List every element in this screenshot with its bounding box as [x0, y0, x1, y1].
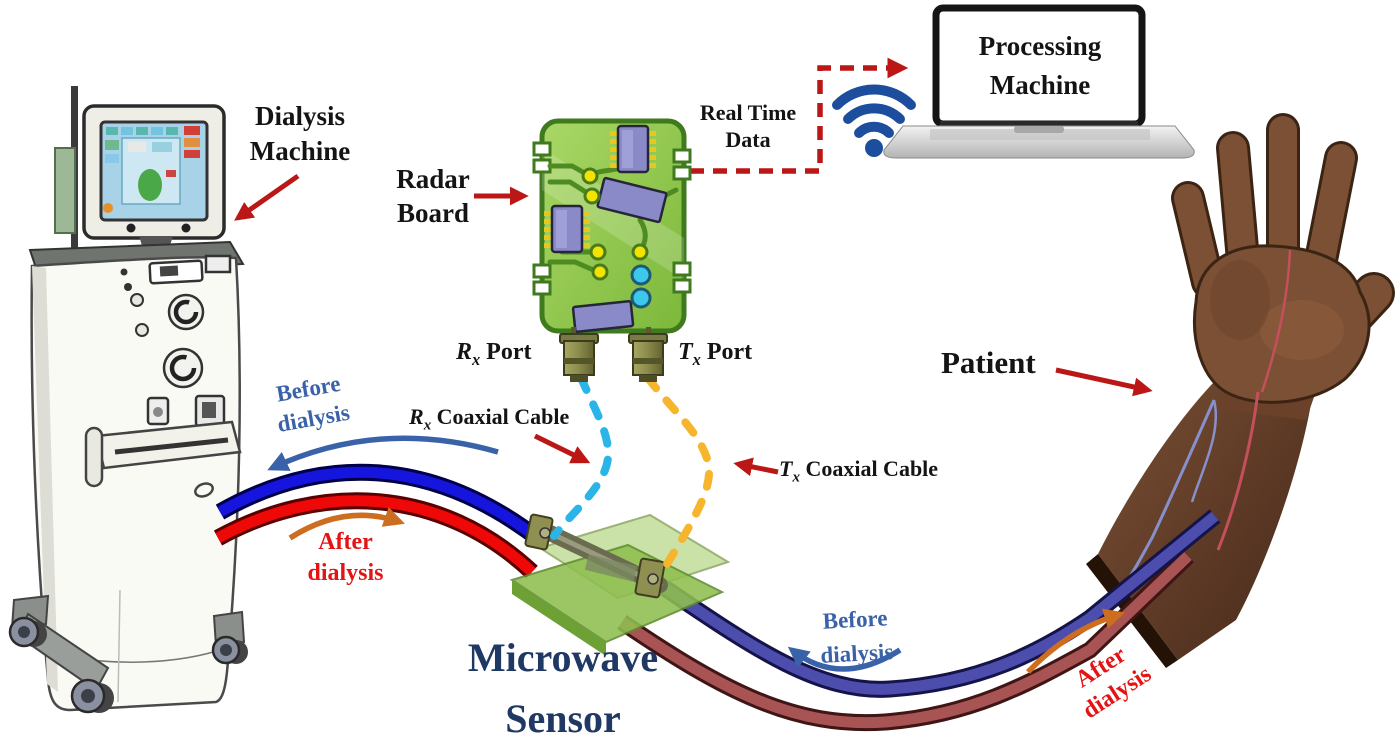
tx-cable-pointer-arrow	[733, 457, 779, 477]
before-dialysis-label-right: Before dialysis	[819, 605, 894, 668]
pointer-arrows	[234, 173, 1153, 477]
before-dialysis-tube-left	[217, 466, 544, 545]
machine-screen-ui	[103, 126, 200, 213]
before-dialysis-flow-arrow-left	[267, 435, 499, 471]
ic-chip-top	[610, 124, 656, 174]
real-time-data-label: Real Time Data	[699, 100, 797, 152]
tx-coaxial-cable-label: Tx Coaxial Cable	[779, 456, 939, 486]
ic-chip-left	[544, 204, 590, 254]
after-dialysis-flow-arrow-right	[1026, 608, 1125, 674]
wifi-icon	[832, 84, 916, 157]
rx-coaxial-cable-label: Rx Coaxial Cable	[409, 404, 570, 434]
rx-port-label: Rx Port	[456, 339, 532, 369]
rx-coaxial-cable-line	[550, 374, 613, 540]
after-dialysis-flow-arrow-left	[288, 507, 405, 541]
radar-board-label: Radar Board	[396, 164, 470, 228]
machine-controls	[120, 254, 232, 428]
microwave-sensor-illustration	[509, 513, 731, 656]
arm-veins	[1122, 249, 1292, 587]
blood-tubes-right	[617, 509, 1221, 732]
rx-port-connector	[559, 327, 599, 382]
after-dialysis-tube-left	[215, 495, 536, 577]
tx-coaxial-cable-line	[644, 374, 713, 581]
pcb-component	[596, 176, 668, 224]
patient-label: Patient	[941, 345, 1036, 380]
after-dialysis-tube-right	[618, 552, 1192, 729]
pcb-vias	[581, 167, 649, 281]
pcb-led-dots	[630, 264, 652, 309]
dialysis-machine-illustration	[8, 86, 248, 714]
dialysis-machine-pointer-arrow	[234, 173, 300, 221]
pcb-notches	[532, 141, 692, 296]
processing-machine-label: Processing Machine	[978, 31, 1102, 100]
after-dialysis-label-left: After dialysis	[307, 529, 384, 586]
sensor-connector-right	[634, 557, 666, 599]
patient-pointer-arrow	[1055, 367, 1153, 397]
before-dialysis-tube-right	[646, 511, 1219, 695]
rx-cable-pointer-arrow	[533, 433, 591, 464]
pcb-component	[571, 299, 635, 334]
machine-wheels	[8, 616, 248, 714]
before-dialysis-flow-arrow-right	[787, 646, 902, 672]
laptop-illustration	[883, 4, 1195, 159]
tx-port-label: Tx Port	[678, 339, 753, 369]
dialysis-machine-label: Dialysis Machine	[249, 101, 351, 166]
blood-tubes-left	[213, 463, 546, 579]
machine-monitor	[82, 104, 226, 252]
radar-board-illustration	[532, 118, 692, 382]
microwave-sensor-label: Microwave Sensor	[467, 635, 659, 741]
tx-port-connector	[628, 327, 668, 382]
sensor-connector-left	[524, 513, 554, 551]
